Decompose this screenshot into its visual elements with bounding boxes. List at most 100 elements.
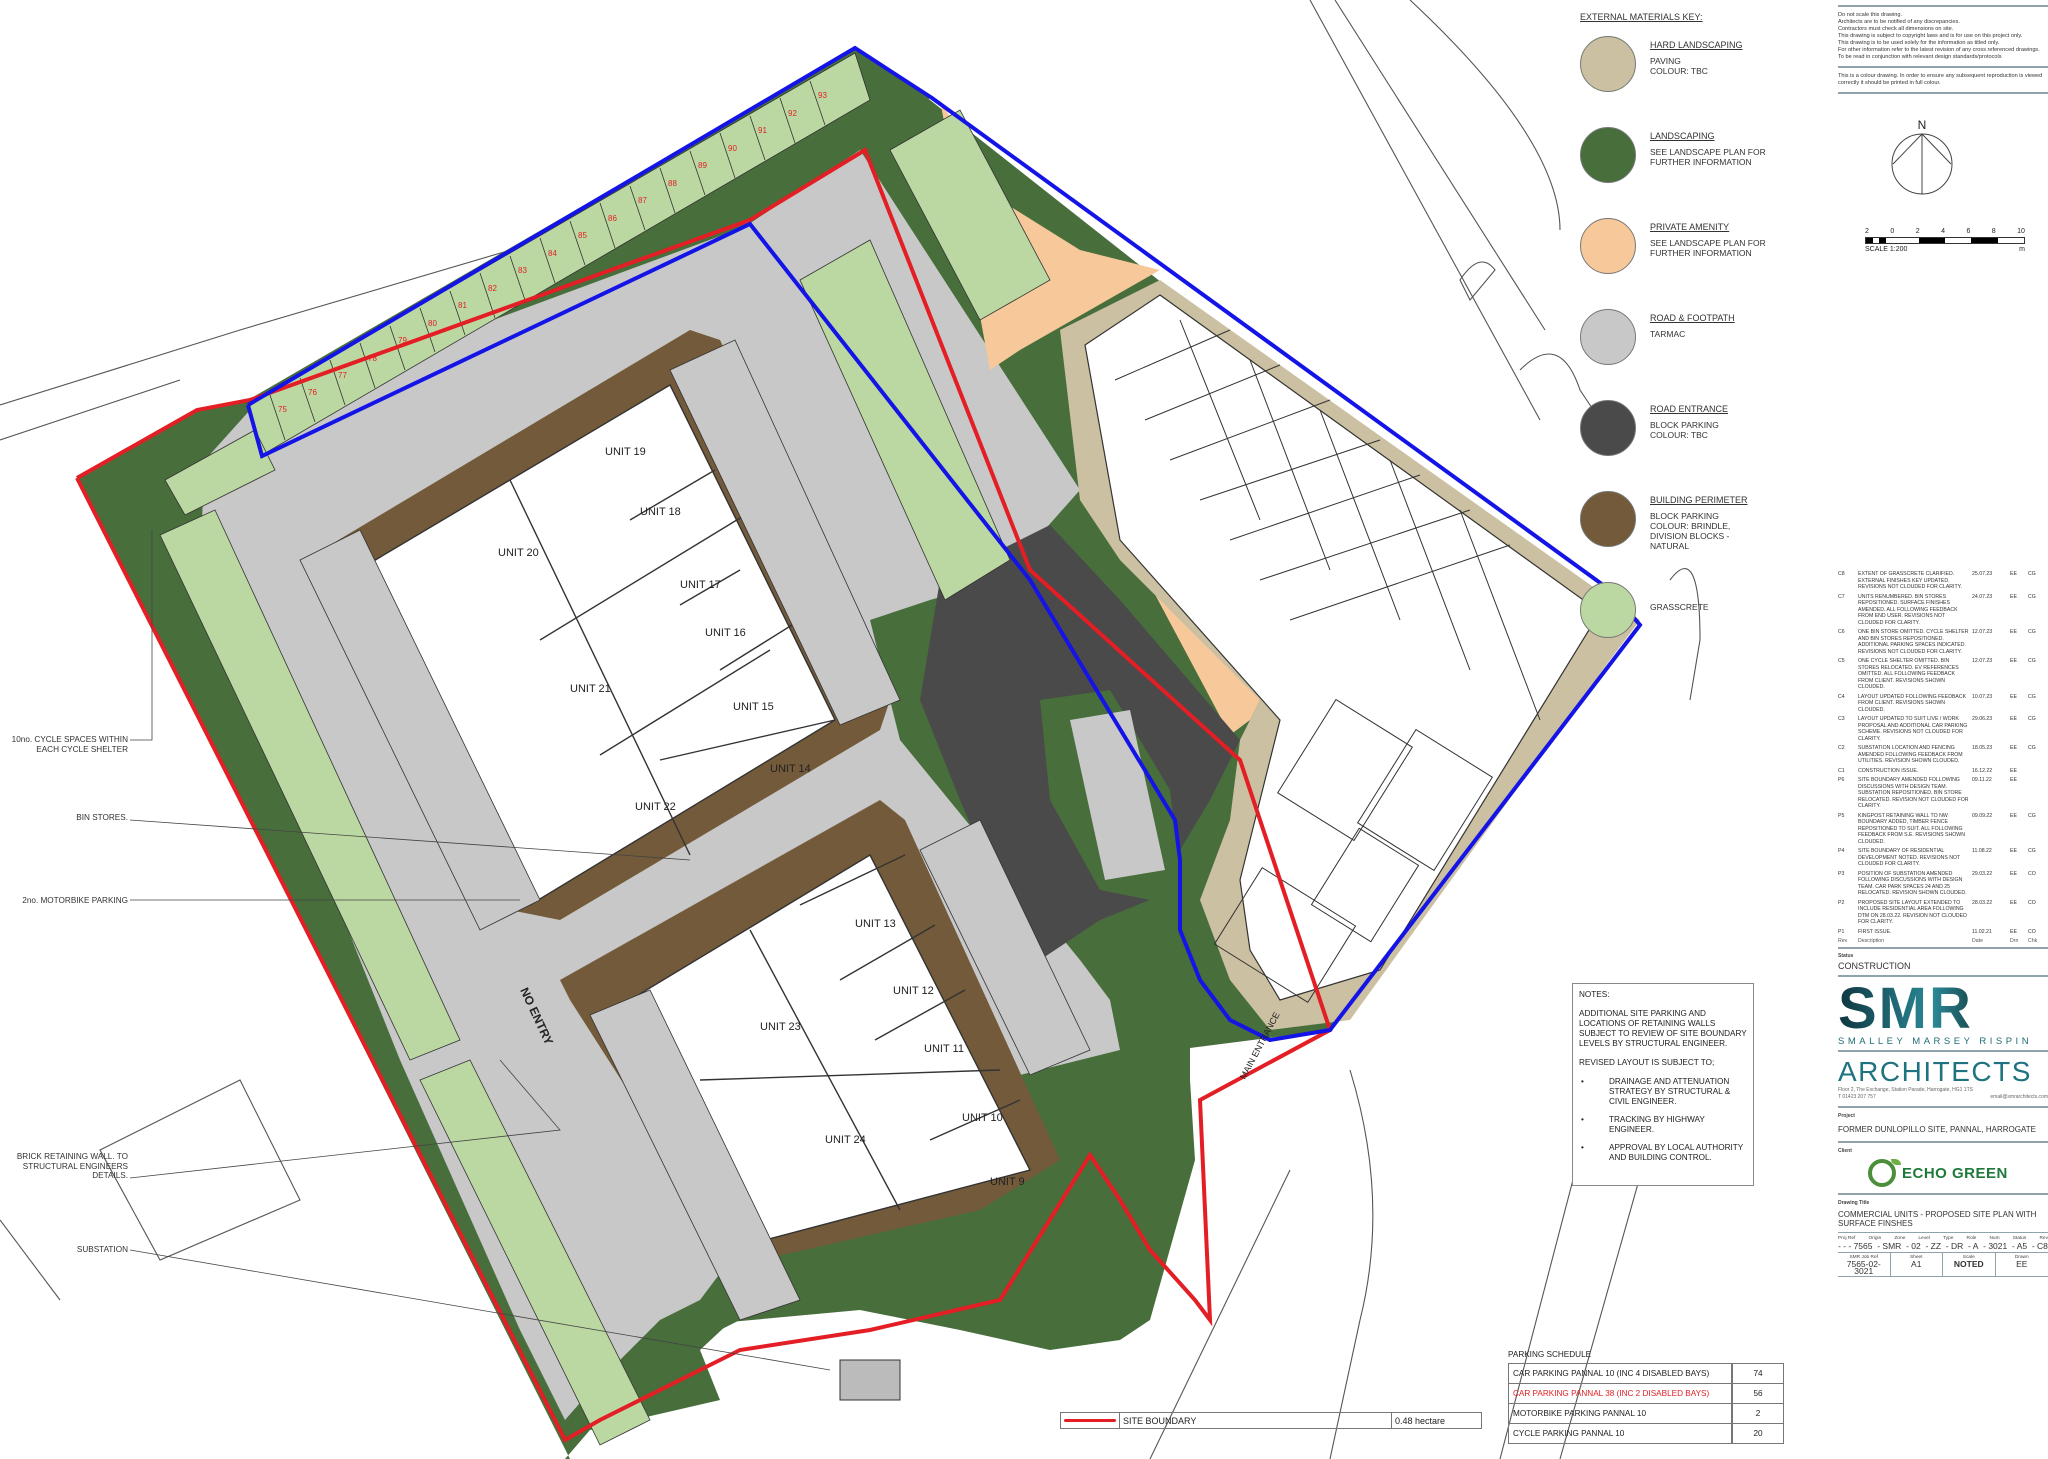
- svg-text:82: 82: [488, 284, 497, 293]
- unit-label: UNIT 9: [990, 1176, 1025, 1188]
- title-block: Do not scale this drawing.Architects are…: [1838, 0, 2048, 1459]
- client-logo: ECHO GREEN: [1868, 1159, 2048, 1187]
- svg-text:91: 91: [758, 126, 767, 135]
- site-boundary-swatch: [1061, 1413, 1120, 1428]
- unit-label: UNIT 12: [893, 985, 934, 997]
- site-boundary-area: 0.48 hectare: [1395, 1415, 1446, 1426]
- svg-text:90: 90: [728, 144, 737, 153]
- site-boundary-line: [75, 147, 1333, 1443]
- firm-full-name: SMALLEY MARSEY RISPIN: [1838, 1036, 2033, 1047]
- callout-bin-stores: BIN STORES.: [76, 813, 128, 822]
- project-value: FORMER DUNLOPILLO SITE, PANNAL, HARROGAT…: [1838, 1125, 2036, 1134]
- svg-text:86: 86: [608, 214, 617, 223]
- unit-label: UNIT 24: [825, 1134, 866, 1146]
- scale-tick: 2: [1865, 228, 1869, 235]
- unit-label: UNIT 13: [855, 918, 896, 930]
- unit-label: UNIT 22: [635, 801, 676, 813]
- site-boundary-legend: SITE BOUNDARY 0.48 hectare: [1060, 1412, 1482, 1429]
- client-label: Client: [1838, 1148, 1852, 1154]
- unit-label: UNIT 20: [498, 547, 539, 559]
- svg-text:83: 83: [518, 266, 527, 275]
- note-bullet: DRAINAGE AND ATTENUATION STRATEGY BY STR…: [1579, 1077, 1747, 1107]
- parking-schedule-row: CAR PARKING PANNAL 10 (INC 4 DISABLED BA…: [1508, 1363, 1784, 1384]
- scale-label: SCALE 1:200: [1865, 246, 1908, 253]
- svg-text:87: 87: [638, 196, 647, 205]
- svg-text:81: 81: [458, 301, 467, 310]
- scale-unit: m: [2019, 246, 2025, 253]
- unit-partitions-north: [509, 469, 836, 856]
- materials-key: EXTERNAL MATERIALS KEY: HARD LANDSCAPING…: [1580, 12, 1830, 673]
- unit-label: UNIT 16: [705, 627, 746, 639]
- material-swatch-icon: [1580, 400, 1636, 456]
- notes-title: NOTES:: [1579, 990, 1610, 999]
- disclaimer-text: Do not scale this drawing.Architects are…: [1838, 12, 2040, 60]
- notes-para: ADDITIONAL SITE PARKING AND LOCATIONS OF…: [1579, 1009, 1747, 1048]
- north-arrow: N: [1890, 118, 1954, 201]
- scale-tick: 6: [1966, 228, 1971, 235]
- drawn-by: EE: [2016, 1259, 2028, 1269]
- drawing-code-values: - - - 7565- SMR- 02- ZZ- DR- A- 3021- A5…: [1838, 1241, 2048, 1251]
- parking-schedule-row: CAR PARKING PANNAL 38 (INC 2 DISABLED BA…: [1508, 1383, 1784, 1404]
- unit-label: UNIT 21: [570, 683, 611, 695]
- materials-key-item: GRASSCRETE: [1580, 582, 1830, 673]
- scale-tick: 8: [1991, 228, 1996, 235]
- parking-island-bays: [1070, 710, 1165, 880]
- north-label: N: [1917, 118, 1927, 132]
- notes-box: NOTES: ADDITIONAL SITE PARKING AND LOCAT…: [1572, 983, 1754, 1186]
- bay-lines: [269, 80, 826, 441]
- client-name: ECHO GREEN: [1902, 1164, 2008, 1182]
- scale-tick: 0: [1890, 228, 1895, 235]
- scale-value: NOTED: [1953, 1259, 1984, 1269]
- colour-note: This is a colour drawing. In order to en…: [1838, 73, 2043, 86]
- smr-logo: SMR: [1838, 980, 2048, 1038]
- scale-tick: 10: [2017, 228, 2025, 235]
- svg-text:80: 80: [428, 319, 437, 328]
- materials-key-title: EXTERNAL MATERIALS KEY:: [1580, 12, 1703, 22]
- callout-motorbike-parking: 2no. MOTORBIKE PARKING: [22, 896, 128, 905]
- svg-text:78: 78: [368, 354, 377, 363]
- residential-interior: [1114, 319, 1541, 1003]
- svg-text:76: 76: [308, 388, 317, 397]
- parking-schedule-title: PARKING SCHEDULE: [1508, 1350, 1592, 1359]
- callout-leaders: [129, 530, 831, 1371]
- residential-boundary-line: [246, 45, 1643, 1043]
- unit-label: UNIT 17: [680, 579, 721, 591]
- scale-tick: 2: [1915, 228, 1920, 235]
- unit-label: UNIT 18: [640, 506, 681, 518]
- notes-bullets: DRAINAGE AND ATTENUATION STRATEGY BY STR…: [1579, 1077, 1747, 1163]
- status-value: CONSTRUCTION: [1838, 961, 1911, 971]
- unit-label: UNIT 15: [733, 701, 774, 713]
- material-swatch-icon: [1580, 491, 1636, 547]
- echo-green-leaf-icon: [1868, 1159, 1901, 1187]
- material-swatch-icon: [1580, 36, 1636, 92]
- material-swatch-icon: [1580, 127, 1636, 183]
- svg-text:79: 79: [398, 336, 407, 345]
- firm-address: Floor 2, The Exchange, Station Parade, H…: [1838, 1087, 1973, 1093]
- note-bullet: APPROVAL BY LOCAL AUTHORITY AND BUILDING…: [1579, 1143, 1747, 1163]
- substation: [839, 1359, 901, 1401]
- parking-schedule: PARKING SCHEDULE CAR PARKING PANNAL 10 (…: [1508, 1350, 1784, 1444]
